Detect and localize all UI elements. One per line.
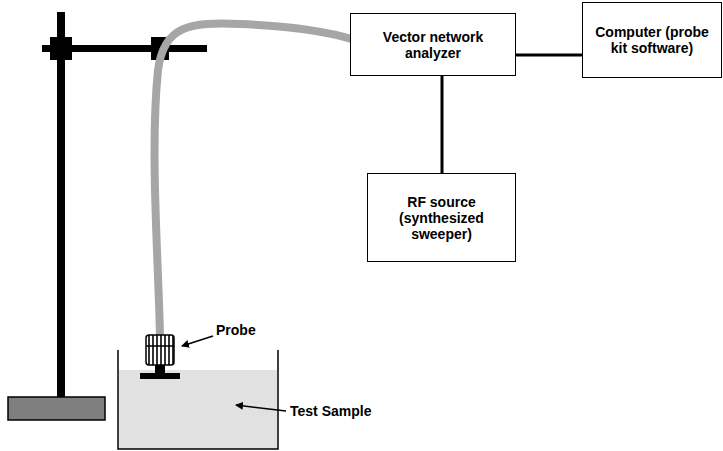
box-label: Computer (probe kit software)	[591, 24, 713, 56]
part-label: Probe	[216, 322, 256, 338]
probe-connector	[146, 335, 174, 365]
probe-tip	[140, 373, 180, 379]
box-label: Vector network analyzer	[359, 29, 507, 61]
part-label: Test Sample	[290, 403, 371, 419]
leader-arrow	[236, 405, 286, 411]
equipment-box: RF source (synthesized sweeper)	[367, 173, 516, 262]
connection-line	[516, 54, 582, 57]
sample-liquid	[119, 370, 277, 449]
box-label: RF source (synthesized sweeper)	[376, 194, 507, 242]
stand-base	[8, 397, 105, 420]
equipment-box: Vector network analyzer	[350, 13, 516, 76]
equipment-box: Computer (probe kit software)	[582, 2, 722, 78]
leader-arrow	[182, 336, 213, 346]
stand-pole	[57, 12, 65, 397]
probe-connector-band	[146, 345, 174, 347]
connection-line	[441, 76, 444, 173]
clamp	[50, 37, 72, 60]
beaker	[118, 350, 278, 449]
coax-cable	[155, 24, 355, 336]
